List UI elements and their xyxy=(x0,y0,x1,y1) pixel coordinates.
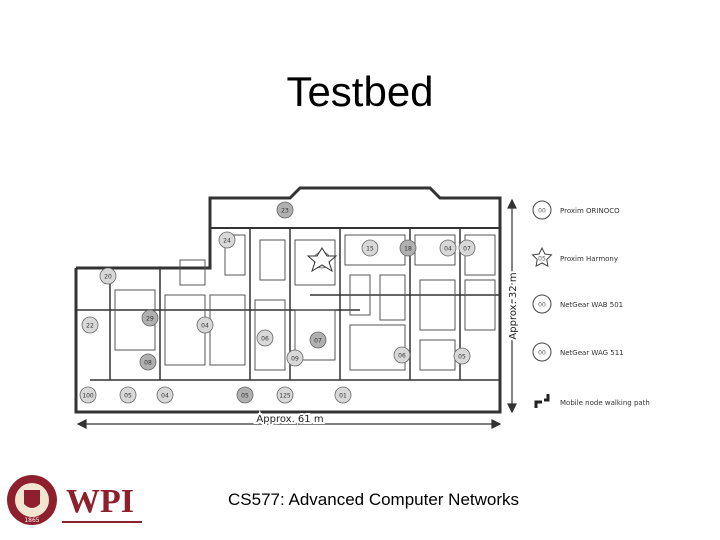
legend-item: 05 Proxim Harmony xyxy=(531,246,618,268)
seal-year: 1865 xyxy=(24,517,39,524)
node-marker: 20 xyxy=(99,267,117,285)
svg-text:05: 05 xyxy=(538,256,546,263)
legend-item: 00 Proxim ORINOCO xyxy=(532,200,620,220)
node-marker: 05 xyxy=(236,386,254,404)
node-marker: 06 xyxy=(393,346,411,364)
node-label: 04 xyxy=(161,393,169,400)
node-marker: 09 xyxy=(286,349,304,367)
building-walls xyxy=(74,186,502,414)
width-label: Approx. 61 m xyxy=(256,414,323,425)
node-marker: 04 xyxy=(196,316,214,334)
legend-label: Proxim Harmony xyxy=(560,255,618,263)
node-marker: 22 xyxy=(81,316,99,334)
node-label: 22 xyxy=(86,323,94,330)
room-partitions xyxy=(114,234,496,371)
slide-title: Testbed xyxy=(286,68,434,115)
node-marker: 24 xyxy=(218,231,236,249)
node-label: 125 xyxy=(279,393,291,400)
node-marker: 125 xyxy=(276,386,294,404)
width-dimension xyxy=(76,419,502,429)
harmony-node-star xyxy=(306,247,338,273)
node-label: 07 xyxy=(314,338,322,345)
node-label: 100 xyxy=(82,393,94,400)
svg-text:00: 00 xyxy=(538,350,546,357)
node-marker: 04 xyxy=(156,386,174,404)
legend-label: Mobile node walking path xyxy=(560,399,650,407)
node-label: 18 xyxy=(404,246,412,253)
legend-label: NetGear WAG 511 xyxy=(560,349,624,357)
node-label: 29 xyxy=(146,316,154,323)
node-label: 23 xyxy=(281,208,289,215)
node-markers: 2324151218040720290422060706090508100050… xyxy=(79,201,476,404)
svg-text:00: 00 xyxy=(538,302,546,309)
node-marker: 08 xyxy=(139,353,157,371)
node-marker: 04 xyxy=(439,239,457,257)
node-marker: 07 xyxy=(309,331,327,349)
node-label: 15 xyxy=(366,246,374,253)
node-marker: 05 xyxy=(453,347,471,365)
node-marker: 01 xyxy=(334,386,352,404)
node-label: 06 xyxy=(261,336,269,343)
legend-item: 00 NetGear WAG 511 xyxy=(532,342,624,362)
node-label: 07 xyxy=(463,246,471,253)
node-marker: 29 xyxy=(141,309,159,327)
node-label: 09 xyxy=(291,356,299,363)
node-marker: 100 xyxy=(79,386,97,404)
node-marker: 15 xyxy=(361,239,379,257)
legend-item: Mobile node walking path xyxy=(534,394,650,408)
height-dimension xyxy=(507,198,517,414)
node-marker: 07 xyxy=(458,239,476,257)
node-label: 01 xyxy=(339,393,347,400)
node-label: 08 xyxy=(144,360,152,367)
node-label: 05 xyxy=(458,354,466,361)
legend-item: 00 NetGear WAB 501 xyxy=(532,294,623,314)
node-label: 24 xyxy=(223,238,231,245)
legend-label: NetGear WAB 501 xyxy=(560,301,623,309)
height-label: Approx. 32 m xyxy=(508,272,519,339)
node-marker: 18 xyxy=(399,239,417,257)
svg-text:00: 00 xyxy=(538,208,546,215)
node-label: 20 xyxy=(104,274,112,281)
floor-plan-diagram: 2324151218040720290422060706090508100050… xyxy=(74,186,650,429)
node-marker: 06 xyxy=(256,329,274,347)
wpi-logo: 1865 WPI xyxy=(4,472,144,533)
node-marker: 05 xyxy=(119,386,137,404)
node-label: 05 xyxy=(124,393,132,400)
node-label: 05 xyxy=(241,393,249,400)
node-label: 06 xyxy=(398,353,406,360)
legend-label: Proxim ORINOCO xyxy=(560,207,620,215)
slide-footer: CS577: Advanced Computer Networks xyxy=(228,490,520,509)
wpi-wordmark: WPI xyxy=(66,483,134,520)
node-marker: 23 xyxy=(276,201,294,219)
node-label: 04 xyxy=(201,323,209,330)
node-label: 04 xyxy=(444,246,452,253)
